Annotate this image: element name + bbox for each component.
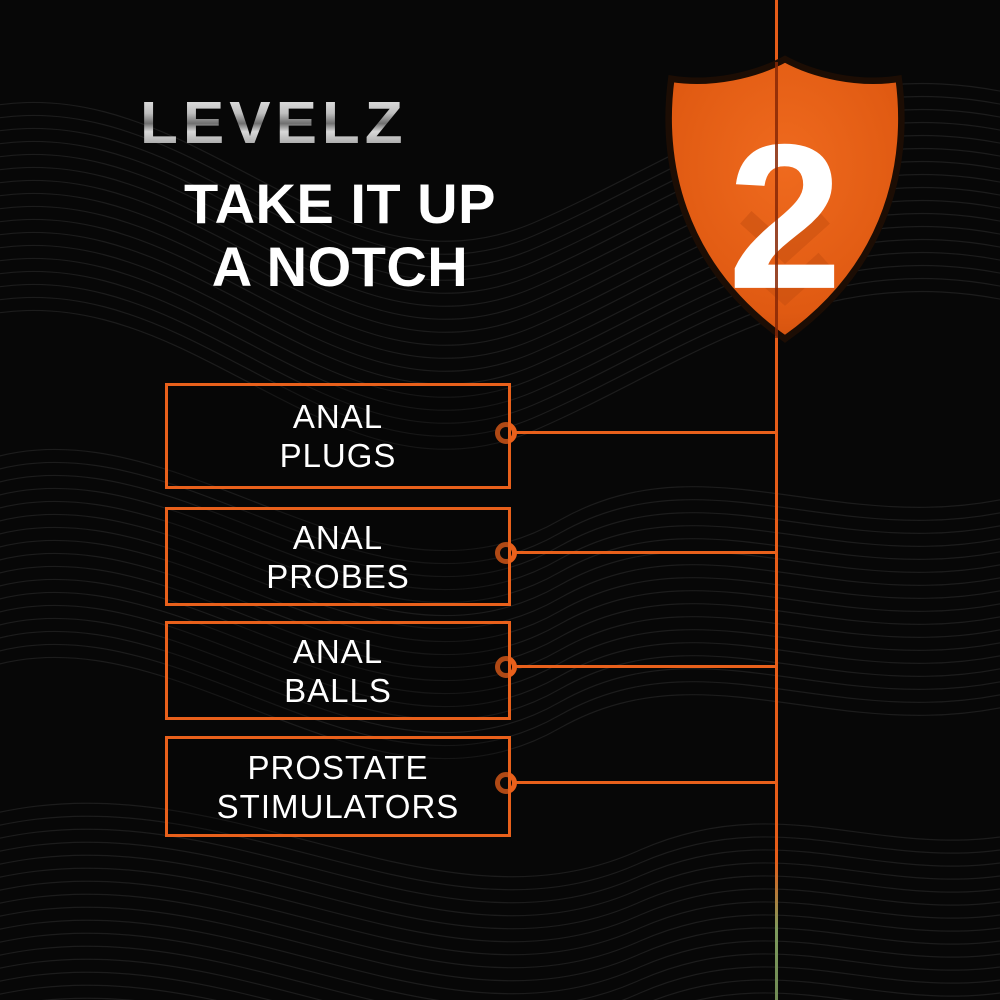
wave-group-middle bbox=[0, 448, 1000, 760]
category-box-prostate-stimulators: PROSTATE STIMULATORS bbox=[165, 736, 511, 837]
category-box-anal-plugs: ANAL PLUGS bbox=[165, 383, 511, 489]
connector-node-3 bbox=[495, 656, 517, 678]
connector-line-4 bbox=[506, 781, 776, 784]
shield-chevron-watermark bbox=[740, 210, 830, 306]
connector-node-4 bbox=[495, 772, 517, 794]
category-label-line1: ANAL bbox=[292, 632, 384, 670]
level-number: 2 bbox=[728, 101, 843, 332]
connector-node-2 bbox=[495, 542, 517, 564]
level-badge-shield: 2 bbox=[651, 50, 919, 348]
connector-node-1 bbox=[495, 422, 517, 444]
category-label-line2: PROBES bbox=[266, 557, 410, 595]
connector-line-1 bbox=[506, 431, 776, 434]
tagline-line2: A NOTCH bbox=[211, 235, 469, 298]
wave-group-bottom bbox=[0, 802, 1000, 1000]
tagline: TAKE IT UP A NOTCH bbox=[120, 172, 560, 298]
category-label-line1: PROSTATE bbox=[247, 748, 429, 786]
category-label-line2: PLUGS bbox=[279, 437, 397, 474]
category-label-line1: ANAL bbox=[292, 398, 384, 435]
tagline-line1: TAKE IT UP bbox=[184, 172, 496, 235]
category-box-anal-probes: ANAL PROBES bbox=[165, 507, 511, 606]
category-label-line2: BALLS bbox=[284, 671, 392, 709]
connector-line-2 bbox=[506, 551, 776, 554]
shield-shape bbox=[665, 55, 905, 343]
timeline-vertical-line bbox=[775, 0, 778, 1000]
category-box-anal-balls: ANAL BALLS bbox=[165, 621, 511, 720]
timeline-line-over-shield bbox=[775, 62, 778, 338]
category-label-line1: ANAL bbox=[292, 518, 384, 556]
category-label-line2: STIMULATORS bbox=[216, 787, 460, 825]
connector-line-3 bbox=[506, 665, 776, 668]
brand-logo: LEVELZ bbox=[140, 90, 540, 157]
shield-icon: 2 bbox=[665, 55, 905, 343]
